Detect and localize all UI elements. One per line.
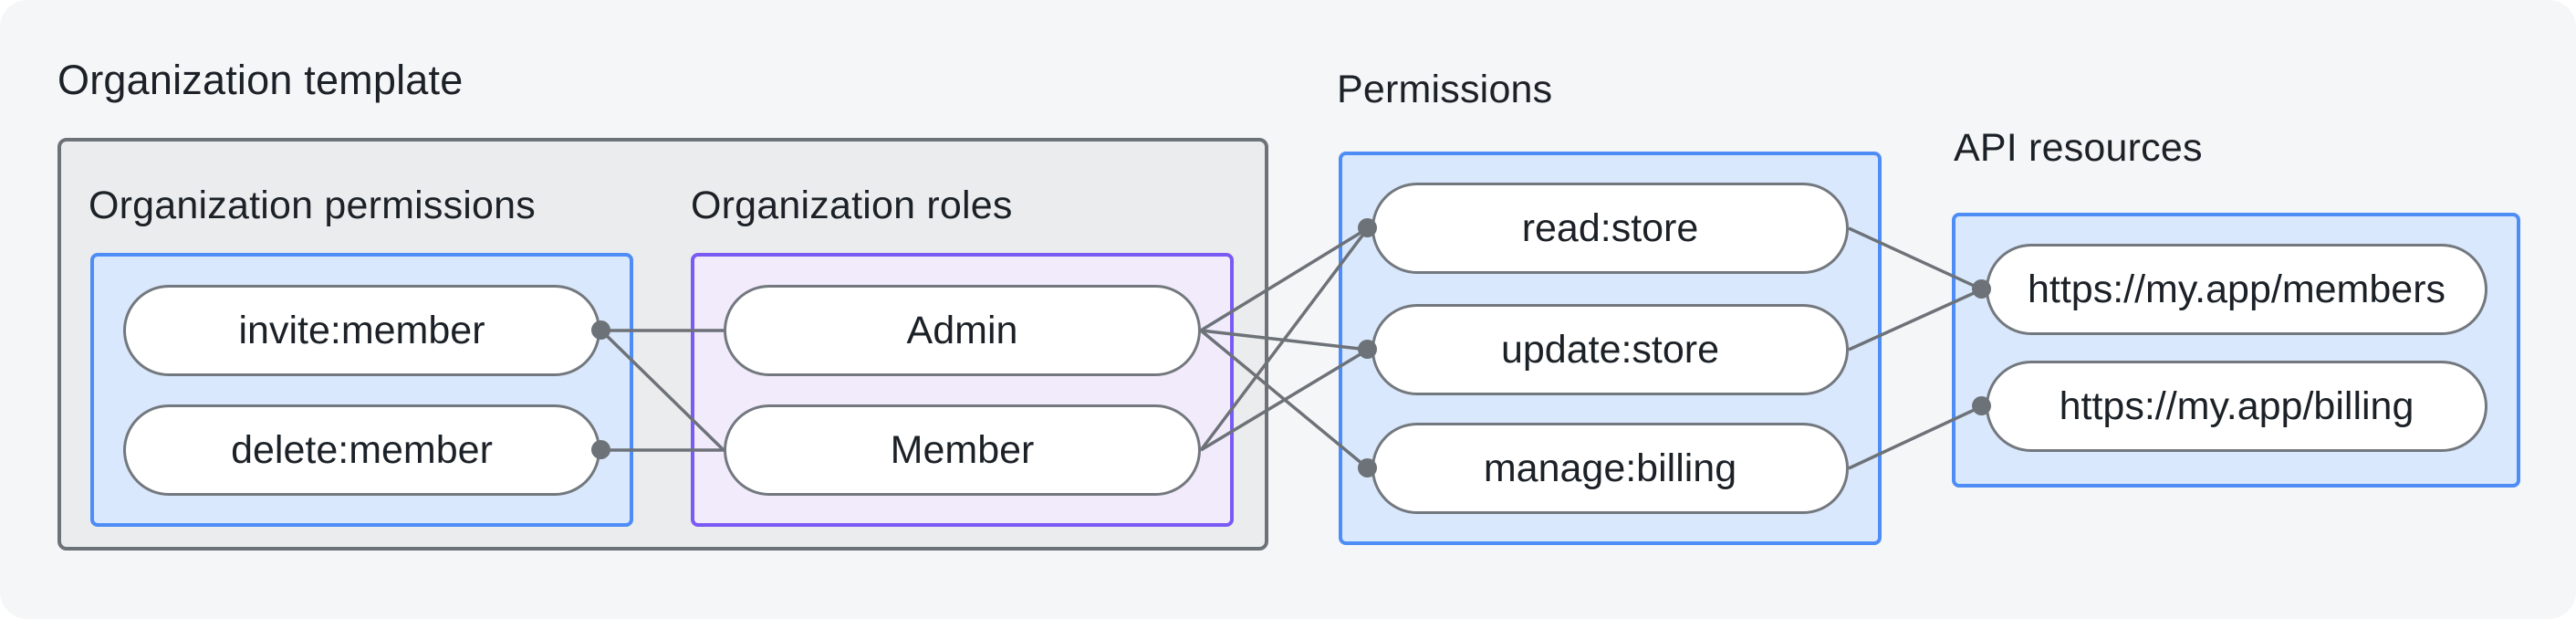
- node-read-store: read:store: [1371, 183, 1849, 274]
- group-label-org-roles: Organization roles: [691, 184, 1013, 227]
- edge-manage-billing: [1848, 404, 1983, 470]
- dot-read-store-in: [1358, 218, 1377, 237]
- node-delete-member: delete:member: [123, 404, 600, 496]
- node-manage-billing: manage:billing: [1371, 423, 1849, 514]
- dot-invite-member-out: [591, 320, 610, 340]
- dot-manage-billing-in: [1358, 458, 1377, 477]
- edge-admin-read: [1200, 226, 1369, 332]
- group-label-api-resources: API resources: [1954, 126, 2203, 170]
- node-update-store: update:store: [1371, 304, 1849, 395]
- node-api-members: https://my.app/members: [1986, 244, 2487, 335]
- node-member: Member: [724, 404, 1201, 496]
- node-invite-member: invite:member: [123, 285, 600, 376]
- group-label-permissions: Permissions: [1337, 68, 1553, 111]
- node-api-billing: https://my.app/billing: [1986, 361, 2487, 452]
- dot-update-store-in: [1358, 340, 1377, 359]
- edge-member-read: [1199, 226, 1370, 452]
- node-admin: Admin: [724, 285, 1201, 376]
- edge-member-update: [1200, 348, 1369, 452]
- group-label-org-permissions: Organization permissions: [89, 184, 536, 227]
- edge-read-members: [1848, 226, 1983, 291]
- edge-invite-member: [600, 329, 725, 452]
- edge-update-members: [1848, 288, 1983, 351]
- diagram-title: Organization template: [57, 57, 464, 103]
- dot-delete-member-out: [591, 440, 610, 459]
- dot-api-members-in: [1972, 279, 1991, 299]
- dot-api-billing-in: [1972, 396, 1991, 415]
